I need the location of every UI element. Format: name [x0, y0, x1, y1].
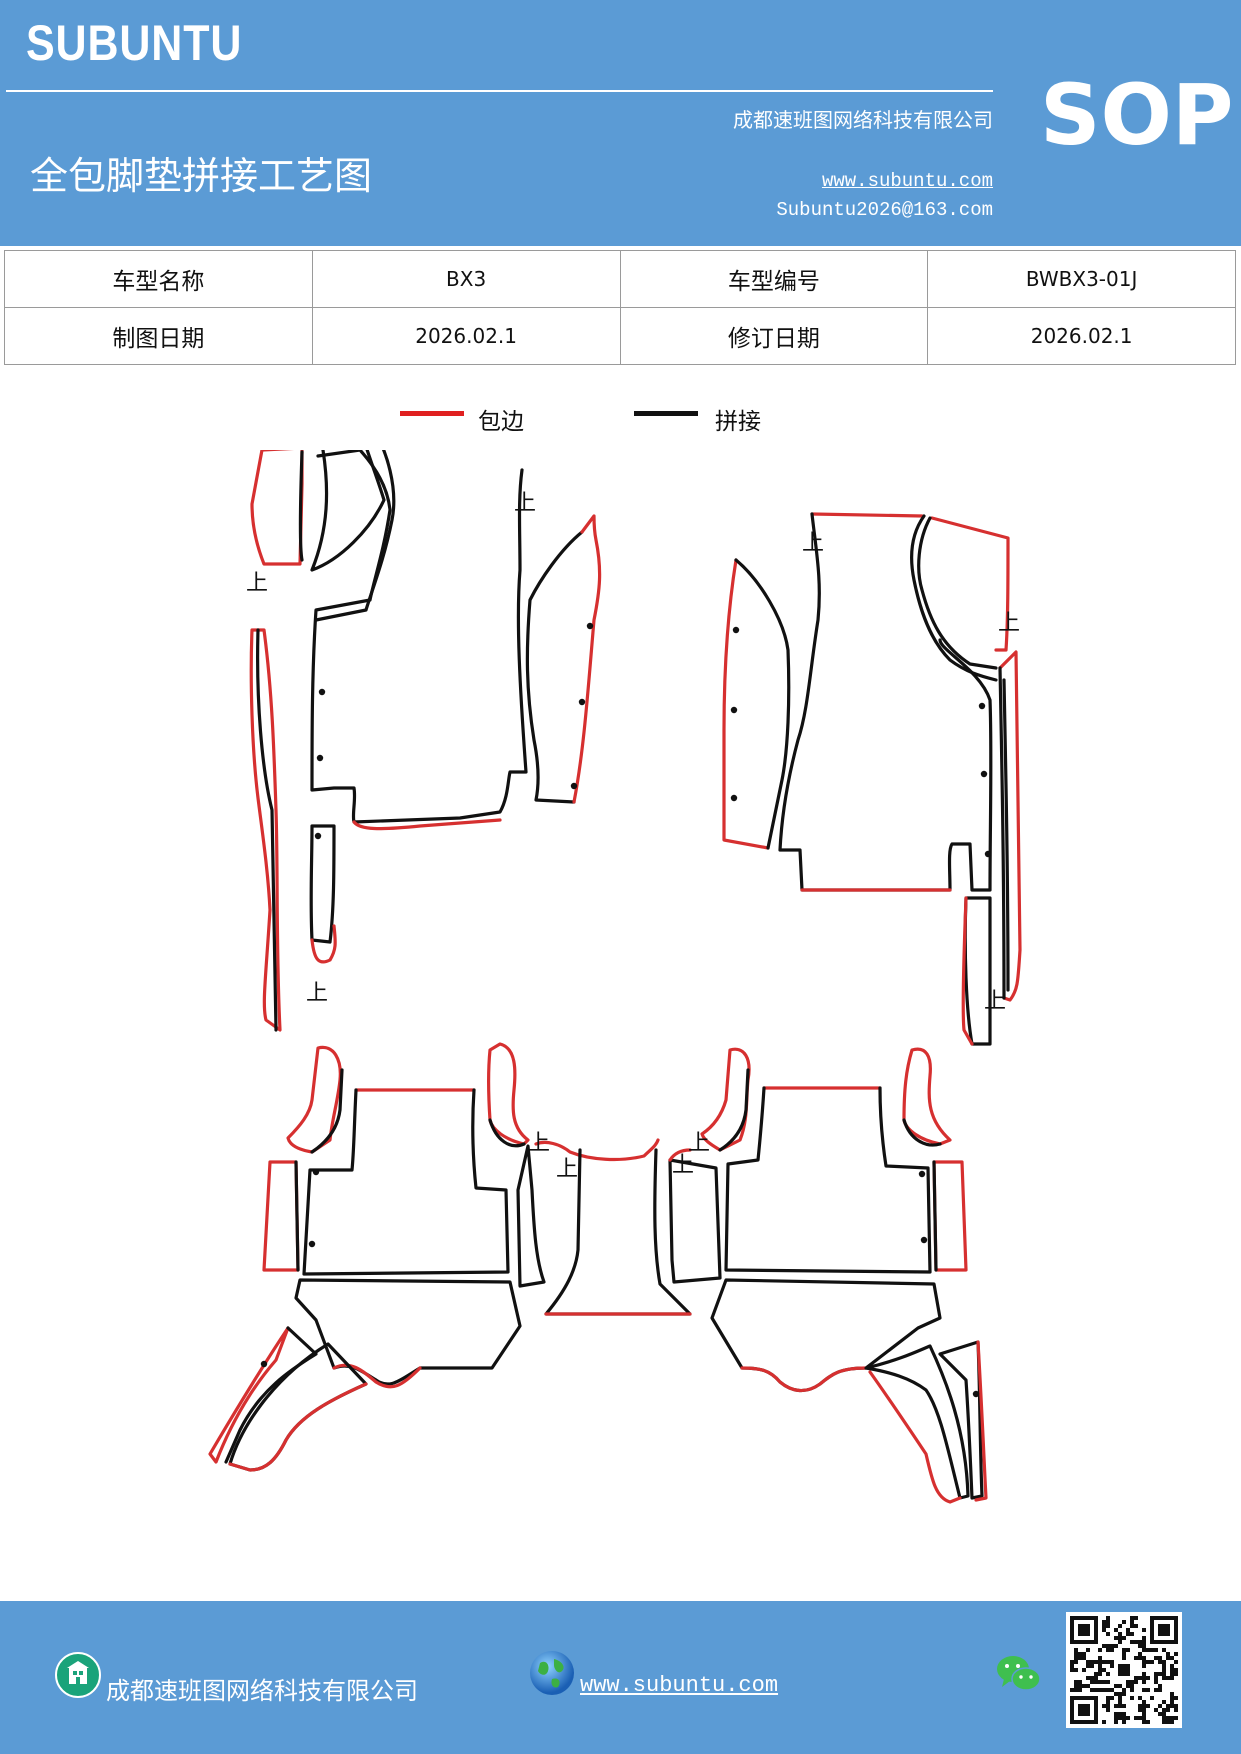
legend: 包边 拼接	[0, 402, 1241, 442]
legend-label-seam: 拼接	[715, 409, 761, 435]
mount-dot	[318, 688, 326, 696]
legend-swatch-edge	[400, 411, 464, 416]
mount-dot	[570, 782, 578, 790]
table-row: 车型名称 BX3 车型编号 BWBX3-01J	[4, 250, 1236, 308]
mount-dot	[260, 1360, 268, 1368]
table-cell-value: BX3	[311, 250, 621, 308]
mat-piece-front-left-top-small	[250, 450, 304, 566]
table-cell-value: 2026.02.1	[311, 307, 621, 365]
building-icon	[55, 1652, 101, 1698]
table-row: 制图日期 2026.02.1 修订日期 2026.02.1	[4, 307, 1236, 365]
up-direction-marker: 上	[688, 1131, 710, 1156]
header-divider	[6, 90, 993, 92]
up-direction-marker: 上	[802, 531, 824, 556]
table-cell-label: 制图日期	[4, 307, 313, 365]
mat-piece-front-left-strip	[249, 628, 282, 1032]
mount-dot	[314, 832, 322, 840]
footer-company-name: 成都速班图网络科技有限公司	[106, 1677, 418, 1705]
mount-dot	[316, 754, 324, 762]
vehicle-info-table: 车型名称 BX3 车型编号 BWBX3-01J 制图日期 2026.02.1 修…	[4, 250, 1236, 365]
up-direction-marker: 上	[998, 611, 1020, 636]
qr-code	[1066, 1612, 1182, 1728]
mount-dot	[730, 794, 738, 802]
mat-piece-front-right-main	[810, 512, 924, 518]
floor-mat-diagram: 上上上上上上上上上上	[208, 450, 1022, 1504]
wechat-icon[interactable]	[996, 1653, 1042, 1695]
legend-swatch-seam	[634, 411, 698, 416]
mount-dot	[730, 706, 738, 714]
header-company-name: 成都速班图网络科技有限公司	[733, 108, 993, 132]
up-direction-marker: 上	[246, 571, 268, 596]
mount-dot	[984, 850, 992, 858]
header-banner: SUBUNTU 成都速班图网络科技有限公司 全包脚垫拼接工艺图 www.subu…	[0, 0, 1241, 246]
mount-dot	[308, 1240, 316, 1248]
mat-piece-front-left-side	[525, 530, 584, 804]
table-cell-label: 车型编号	[619, 250, 929, 308]
mount-dot	[920, 1236, 928, 1244]
up-direction-marker: 上	[556, 1157, 578, 1182]
mat-piece-front-left-main	[310, 450, 528, 824]
document-title: 全包脚垫拼接工艺图	[30, 154, 373, 198]
mat-piece-front-right-left	[722, 558, 770, 850]
footer-website-link[interactable]: www.subuntu.com	[580, 1673, 779, 1698]
brand-logo: SUBUNTU	[26, 15, 243, 71]
footer-banner: 成都速班图网络科技有限公司 www.subuntu.com	[0, 1601, 1241, 1754]
globe-icon	[530, 1651, 574, 1695]
up-direction-marker: 上	[984, 989, 1006, 1014]
table-cell-value: 2026.02.1	[927, 307, 1236, 365]
up-direction-marker: 上	[672, 1153, 694, 1178]
up-direction-marker: 上	[306, 981, 328, 1006]
mount-dot	[980, 770, 988, 778]
up-direction-marker: 上	[528, 1131, 550, 1156]
mount-dot	[586, 622, 594, 630]
mount-dot	[972, 1390, 980, 1398]
header-website-link[interactable]: www.subuntu.com	[821, 170, 993, 192]
sop-badge: SOP	[1040, 66, 1234, 164]
mount-dot	[578, 698, 586, 706]
mount-dot	[312, 1168, 320, 1176]
mount-dot	[918, 1170, 926, 1178]
mount-dot	[732, 626, 740, 634]
table-cell-label: 修订日期	[619, 307, 929, 365]
table-cell-value: BWBX3-01J	[927, 250, 1236, 308]
mat-piece-rear-center-tunnel	[534, 1138, 660, 1162]
header-email: Subuntu2026@163.com	[776, 199, 993, 221]
mount-dot	[978, 702, 986, 710]
up-direction-marker: 上	[514, 491, 536, 516]
table-cell-label: 车型名称	[4, 250, 313, 308]
legend-label-edge: 包边	[478, 409, 524, 435]
